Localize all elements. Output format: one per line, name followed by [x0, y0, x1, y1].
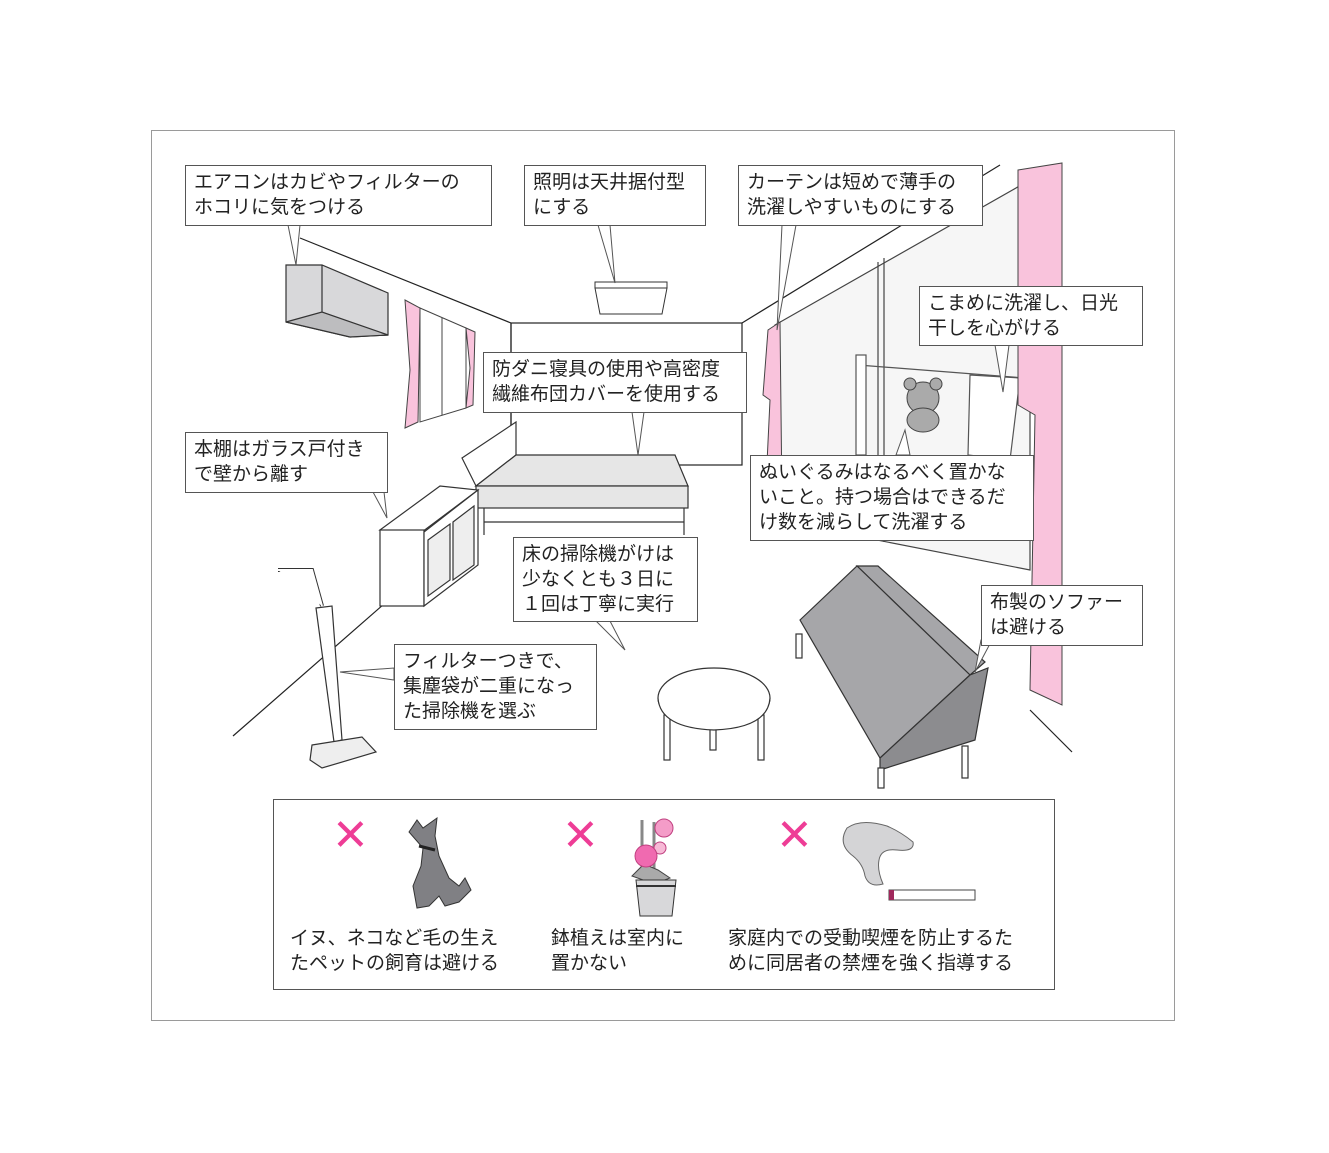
callout-curtain: カーテンは短めで薄手の 洗濯しやすいものにする — [738, 165, 983, 226]
avoid-pets-caption: イヌ、ネコなど毛の生え たペットの飼育は避ける — [290, 926, 499, 976]
x-mark-icon: ✕ — [562, 810, 599, 861]
caption-line: 鉢植えは室内に — [551, 927, 685, 949]
callout-sofa: 布製のソファー は避ける — [981, 585, 1143, 646]
fabric-sofa — [795, 565, 989, 789]
callout-text: 布製のソファー — [990, 591, 1124, 613]
avoid-smoking-caption: 家庭内での受動喫煙を防止するた めに同居者の禁煙を強く指導する — [728, 926, 1013, 976]
ceiling-light — [594, 281, 668, 315]
x-mark-icon: ✕ — [332, 810, 369, 861]
callout-floor-cleaning: 床の掃除機がけは 少なくとも３日に １回は丁寧に実行 — [513, 537, 698, 622]
diagram-frame — [151, 130, 1175, 1021]
caption-line: イヌ、ネコなど毛の生え — [290, 927, 499, 949]
callout-stuffed-toys: ぬいぐるみはなるべく置かな いこと。持つ場合はできるだ け数を減らして洗濯する — [750, 455, 1034, 541]
callout-text: エアコンはカビやフィルターの — [194, 171, 460, 193]
callout-text: カーテンは短めで薄手の — [747, 171, 957, 193]
caption-line: たペットの飼育は避ける — [290, 952, 500, 974]
callout-text: け数を減らして洗濯する — [759, 511, 968, 533]
callout-text: 床の掃除機がけは — [522, 543, 675, 565]
air-conditioner — [285, 264, 389, 338]
ceiling-left-edge — [299, 237, 512, 324]
callout-lighting: 照明は天井据付型 にする — [524, 165, 706, 226]
callout-text: 繊維布団カバーを使用する — [492, 383, 721, 405]
bookshelf — [378, 485, 480, 608]
callout-text: ホコリに気をつける — [194, 196, 366, 218]
callout-text: ぬいぐるみはなるべく置かな — [759, 461, 1006, 483]
callout-text: た掃除機を選ぶ — [403, 700, 537, 722]
callout-vacuum: フィルターつきで、 集塵袋が二重になっ た掃除機を選ぶ — [394, 644, 597, 730]
callout-text: 洗濯しやすいものにする — [747, 196, 957, 218]
callout-bookshelf: 本棚はガラス戸付き で壁から離す — [185, 432, 388, 493]
callout-bedding: 防ダニ寝具の使用や高密度 繊維布団カバーを使用する — [483, 352, 747, 413]
callout-text: 照明は天井据付型 — [533, 171, 686, 193]
round-table — [657, 667, 771, 761]
callout-text: 干しを心がける — [928, 317, 1062, 339]
callout-text: 本棚はガラス戸付き — [194, 438, 365, 460]
callout-text: 集塵袋が二重になっ — [403, 675, 575, 697]
avoid-items-panel: ✕ イヌ、ネコなど毛の生え たペットの飼育は避ける ✕ 鉢植えは室内に 置かない… — [273, 799, 1055, 990]
callout-text: いこと。持つ場合はできるだ — [759, 486, 1006, 508]
floor-right-edge — [1029, 709, 1073, 753]
callout-text: にする — [533, 196, 591, 218]
x-mark-icon: ✕ — [776, 810, 813, 861]
callout-text: １回は丁寧に実行 — [522, 593, 675, 615]
dog-icon — [408, 816, 472, 909]
bed — [461, 420, 689, 535]
caption-line: 置かない — [551, 952, 628, 974]
caption-line: めに同居者の禁煙を強く指導する — [728, 952, 1014, 974]
callout-text: こまめに洗濯し、日光 — [928, 292, 1119, 314]
cigarette-icon — [842, 822, 976, 901]
callout-text: で壁から離す — [194, 463, 309, 485]
callout-aircon: エアコンはカビやフィルターの ホコリに気をつける — [185, 165, 492, 226]
callout-text: 防ダニ寝具の使用や高密度 — [492, 358, 721, 380]
callout-text: フィルターつきで、 — [403, 650, 573, 672]
callout-text: は避ける — [990, 616, 1067, 638]
left-window — [419, 307, 467, 423]
callout-text: 少なくとも３日に — [522, 568, 675, 590]
teddy-bear-icon — [903, 377, 943, 433]
potted-plant-icon — [631, 818, 677, 917]
caption-line: 家庭内での受動喫煙を防止するた — [728, 927, 1014, 949]
callout-sun-drying: こまめに洗濯し、日光 干しを心がける — [919, 286, 1143, 346]
floor-left-edge — [232, 589, 401, 737]
avoid-plants-caption: 鉢植えは室内に 置かない — [551, 926, 684, 976]
vacuum-cleaner — [278, 568, 378, 769]
